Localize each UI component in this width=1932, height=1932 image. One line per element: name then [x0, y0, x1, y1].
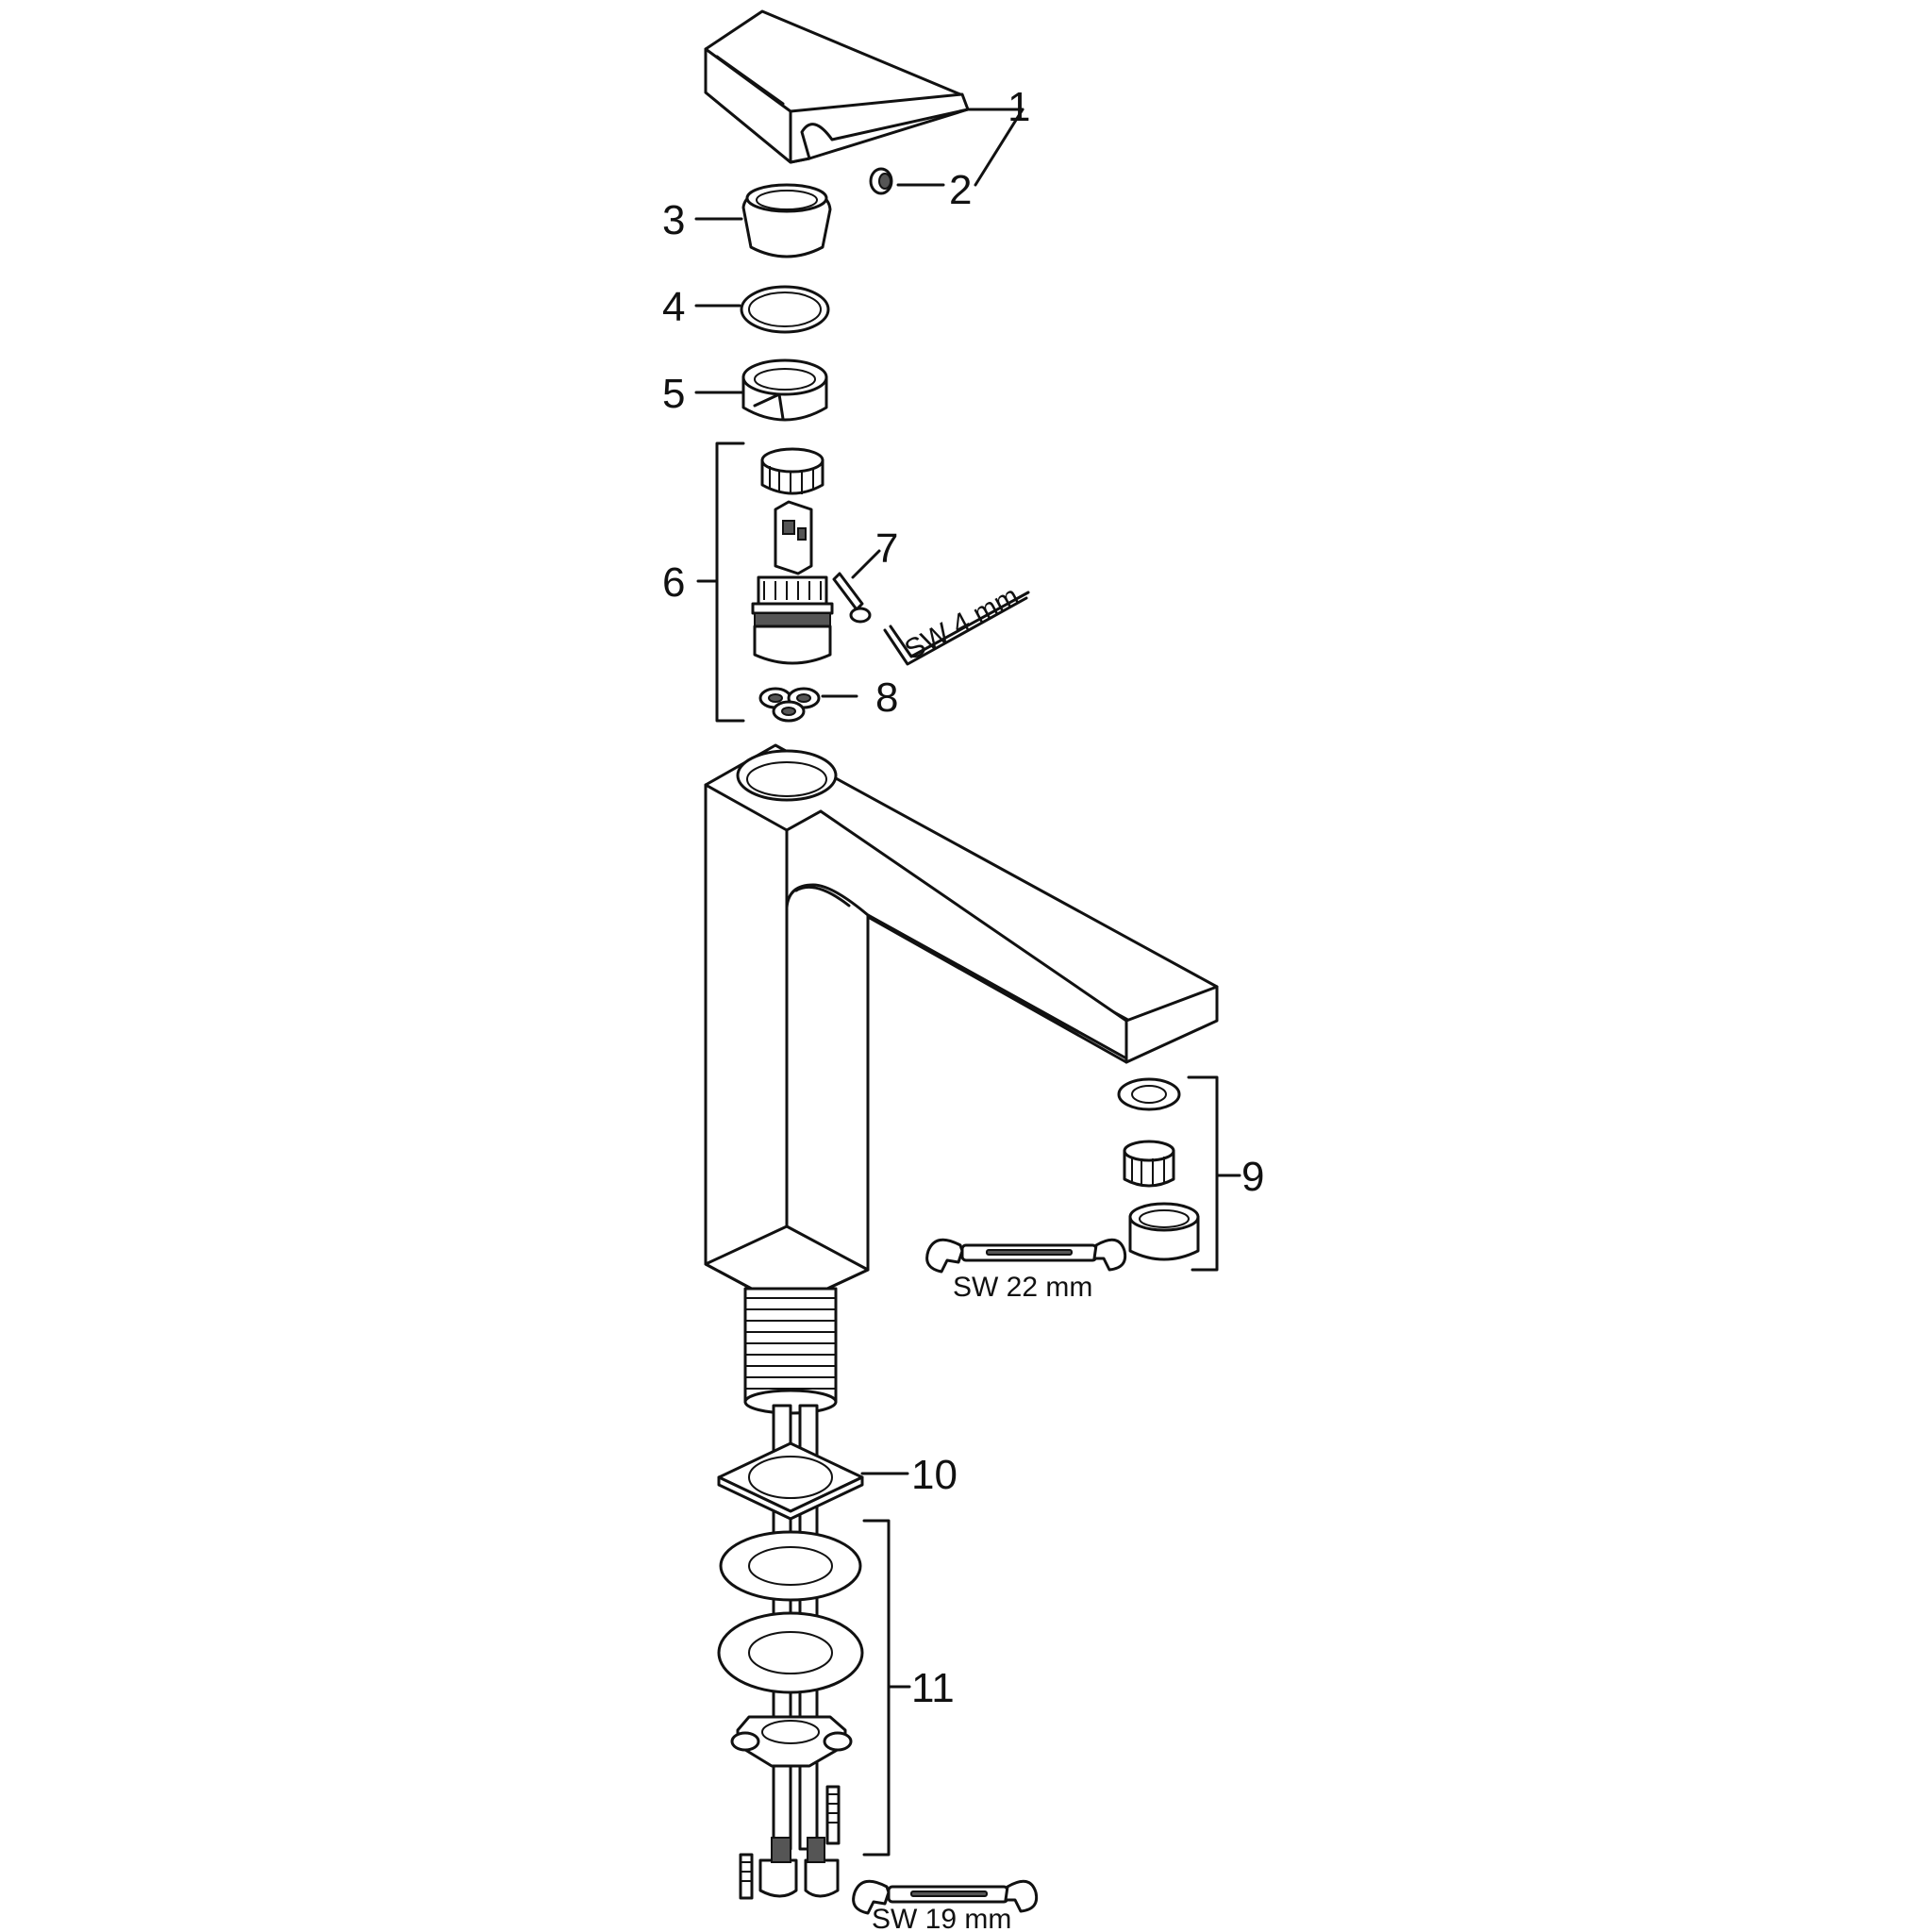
- cover-cap: [741, 183, 832, 258]
- callout-3: 3: [662, 197, 685, 243]
- lever-handle: [704, 9, 970, 164]
- callout-2: 2: [949, 167, 972, 213]
- cartridge-assembly: [751, 447, 834, 665]
- callout-9: 9: [1241, 1154, 1264, 1200]
- wrench-sw19-icon: [852, 1879, 1039, 1915]
- mounting-set: [717, 1530, 864, 1900]
- hex-key-label: SW 4 mm: [900, 580, 1024, 666]
- wrench-sw22-label: SW 22 mm: [953, 1272, 1092, 1303]
- callout-1: 1: [1008, 84, 1030, 130]
- callout-5: 5: [662, 371, 685, 417]
- threaded-shank: [743, 1287, 838, 1415]
- grub-screw: [869, 167, 893, 195]
- callout-8: 8: [875, 675, 898, 721]
- leader-lines: [694, 108, 1241, 1857]
- callout-10: 10: [911, 1452, 958, 1498]
- callout-6: 6: [662, 559, 685, 606]
- pin-screw: [832, 572, 872, 624]
- hex-key-icon: [883, 591, 1030, 666]
- wrench-sw22-icon: [925, 1238, 1127, 1274]
- o-ring: [740, 285, 830, 334]
- wrench-sw19-label: SW 19 mm: [872, 1904, 1011, 1932]
- flange-plate: [717, 1441, 864, 1521]
- threaded-ring: [741, 358, 828, 422]
- callout-11: 11: [911, 1665, 955, 1711]
- callout-7: 7: [875, 525, 898, 572]
- aerator-set: [1117, 1077, 1200, 1261]
- faucet-body: [704, 743, 1219, 1309]
- callout-4: 4: [662, 284, 685, 330]
- seal-set: [758, 687, 821, 723]
